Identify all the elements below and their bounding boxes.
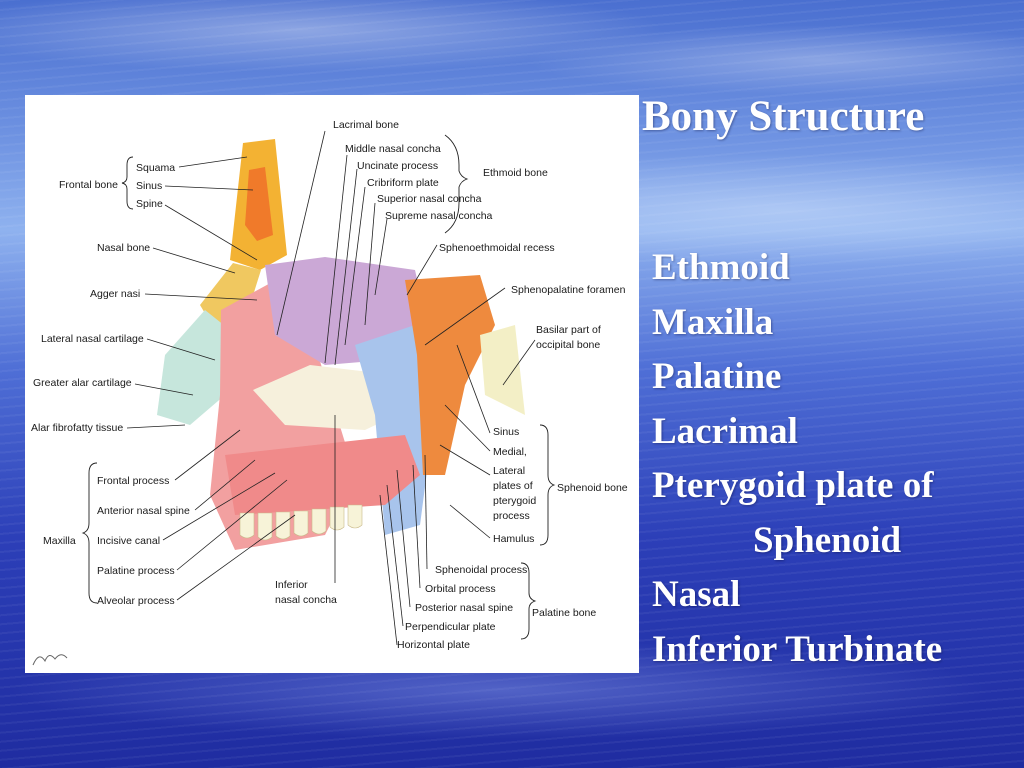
list-item: Pterygoid plate of <box>652 465 934 506</box>
label-agger-nasi: Agger nasi <box>90 288 140 300</box>
anatomy-illustration: Lacrimal bone Middle nasal concha Uncina… <box>31 119 628 666</box>
label-ethmoid-bone: Ethmoid bone <box>483 167 548 179</box>
label-pterygoid: pterygoid <box>493 495 536 507</box>
occipital-shape <box>480 325 525 415</box>
label-braces <box>81 134 556 640</box>
label-perpendicular-plate: Perpendicular plate <box>405 621 496 633</box>
label-lateral-nasal-cartilage: Lateral nasal cartilage <box>41 333 144 345</box>
label-sphenoidal-process: Sphenoidal process <box>435 564 527 576</box>
label-horizontal-plate: Horizontal plate <box>397 639 470 651</box>
label-alveolar-process: Alveolar process <box>97 595 175 607</box>
label-basilar-part: Basilar part of <box>536 324 601 336</box>
label-sphenoethmoidal-recess: Sphenoethmoidal recess <box>439 242 555 254</box>
label-frontal-process: Frontal process <box>97 475 169 487</box>
label-lateral: Lateral <box>493 465 525 477</box>
label-inferior: Inferior <box>275 579 308 591</box>
label-maxilla: Maxilla <box>43 535 76 547</box>
label-incisive-canal: Incisive canal <box>97 535 160 547</box>
list-item: Inferior Turbinate <box>652 628 943 670</box>
palate-shape <box>225 435 420 515</box>
nasal-bone-shape <box>200 263 261 330</box>
leader-lines <box>126 130 536 646</box>
list-item: Maxilla <box>652 301 774 343</box>
label-spine: Spine <box>136 198 163 210</box>
label-uncinate-process: Uncinate process <box>357 160 438 172</box>
label-sphenopalatine-foramen: Sphenopalatine foramen <box>511 284 626 296</box>
label-occipital-bone: occipital bone <box>536 339 600 351</box>
label-sphenoid-sinus: Sinus <box>493 426 519 438</box>
label-cribriform-plate: Cribriform plate <box>367 177 439 189</box>
label-alar-fibrofatty-tissue: Alar fibrofatty tissue <box>31 422 123 434</box>
label-squama: Squama <box>136 162 175 174</box>
label-superior-nasal-concha: Superior nasal concha <box>377 193 482 205</box>
label-nasal-concha: nasal concha <box>275 594 337 606</box>
palatine-shape <box>355 325 437 535</box>
label-posterior-nasal-spine: Posterior nasal spine <box>415 602 513 614</box>
label-greater-alar-cartilage: Greater alar cartilage <box>33 377 132 389</box>
list-item: Palatine <box>652 356 782 397</box>
nasal-anatomy-figure: Lacrimal bone Middle nasal concha Uncina… <box>25 95 639 673</box>
list-item: Ethmoid <box>652 247 790 288</box>
label-anterior-nasal-spine: Anterior nasal spine <box>97 505 190 517</box>
label-lacrimal-bone: Lacrimal bone <box>333 119 399 131</box>
frontal-sinus-shape <box>245 167 273 241</box>
teeth <box>239 504 363 541</box>
artist-signature <box>32 654 68 666</box>
label-sinus: Sinus <box>136 180 162 192</box>
list-item: Sphenoid <box>753 519 902 561</box>
label-sphenoid-bone: Sphenoid bone <box>557 482 628 494</box>
label-process: process <box>493 510 530 522</box>
label-palatine-bone: Palatine bone <box>532 607 596 619</box>
cartilage-shape <box>157 310 230 425</box>
label-supreme-nasal-concha: Supreme nasal concha <box>385 210 493 222</box>
label-frontal-bone: Frontal bone <box>59 179 118 191</box>
label-middle-nasal-concha: Middle nasal concha <box>345 143 441 155</box>
label-orbital-process: Orbital process <box>425 583 496 595</box>
label-medial: Medial, <box>493 446 527 458</box>
label-nasal-bone: Nasal bone <box>97 242 150 254</box>
bone-list: Ethmoid Maxilla Palatine Lacrimal Pteryg… <box>652 241 942 677</box>
label-palatine-process: Palatine process <box>97 565 175 577</box>
sphenoid-shape <box>405 275 495 475</box>
label-plates-of: plates of <box>493 480 533 492</box>
label-hamulus: Hamulus <box>493 533 534 545</box>
list-item: Nasal <box>652 574 741 615</box>
list-item: Lacrimal <box>652 410 798 452</box>
slide-title: Bony Structure <box>642 93 925 140</box>
